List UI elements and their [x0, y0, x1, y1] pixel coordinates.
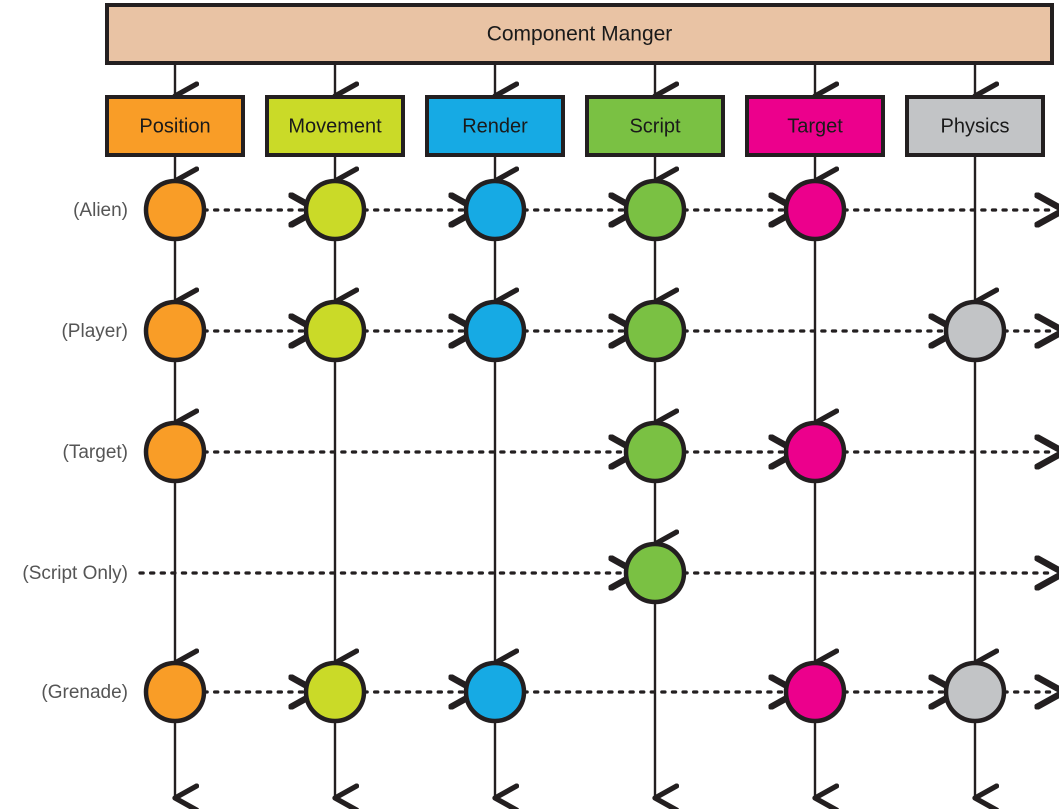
horizontal-connectors-layer	[138, 210, 1052, 692]
component-box-rect-position	[105, 95, 245, 157]
component-box-rect-render	[425, 95, 565, 157]
component-box-target[interactable]: Target	[745, 95, 885, 157]
component-box-rect-script	[585, 95, 725, 157]
component-nodes-layer	[143, 178, 1007, 724]
node-alien-position[interactable]	[143, 178, 207, 242]
node-alien-script[interactable]	[623, 178, 687, 242]
node-grenade-position[interactable]	[143, 660, 207, 724]
component-boxes-layer: Position Movement Render Script Target Physic…	[105, 95, 1045, 157]
entity-label-script_only: (Script Only)	[22, 563, 128, 584]
entity-label-alien: (Alien)	[73, 200, 128, 221]
component-box-position[interactable]: Position	[105, 95, 245, 157]
node-alien-target[interactable]	[783, 178, 847, 242]
vertical-connectors-layer	[175, 155, 975, 798]
node-player-render[interactable]	[463, 299, 527, 363]
manager-feed-arrows-layer	[175, 63, 975, 96]
node-player-script[interactable]	[623, 299, 687, 363]
node-script_only-script[interactable]	[623, 541, 687, 605]
component-box-script[interactable]: Script	[585, 95, 725, 157]
node-player-position[interactable]	[143, 299, 207, 363]
component-box-label-script: Script	[629, 115, 681, 137]
component-manager-bar	[105, 3, 1054, 65]
entity-labels-layer: (Alien) (Player) (Target) (Script Only) (Gre…	[22, 200, 128, 703]
node-target-script[interactable]	[623, 420, 687, 484]
component-box-rect-target	[745, 95, 885, 157]
component-box-render[interactable]: Render	[425, 95, 565, 157]
component-manager-label: Component Manger	[487, 23, 673, 46]
component-box-rect-movement	[265, 95, 405, 157]
component-box-rect-physics	[905, 95, 1045, 157]
entity-label-grenade: (Grenade)	[41, 682, 128, 703]
node-alien-render[interactable]	[463, 178, 527, 242]
entity-label-target: (Target)	[63, 442, 128, 463]
node-grenade-movement[interactable]	[303, 660, 367, 724]
node-target-target[interactable]	[783, 420, 847, 484]
node-player-physics[interactable]	[943, 299, 1007, 363]
component-box-movement[interactable]: Movement	[265, 95, 405, 157]
component-box-label-position: Position	[139, 115, 210, 137]
node-target-position[interactable]	[143, 420, 207, 484]
manager-bar-layer: Component Manger	[105, 3, 1054, 65]
node-alien-movement[interactable]	[303, 178, 367, 242]
node-grenade-render[interactable]	[463, 660, 527, 724]
node-player-movement[interactable]	[303, 299, 367, 363]
component-box-physics[interactable]: Physics	[905, 95, 1045, 157]
component-box-label-physics: Physics	[941, 115, 1010, 137]
entity-label-player: (Player)	[61, 321, 128, 342]
component-box-label-render: Render	[462, 115, 528, 137]
component-box-label-target: Target	[787, 115, 843, 137]
node-grenade-physics[interactable]	[943, 660, 1007, 724]
node-grenade-target[interactable]	[783, 660, 847, 724]
component-box-label-movement: Movement	[288, 115, 382, 137]
